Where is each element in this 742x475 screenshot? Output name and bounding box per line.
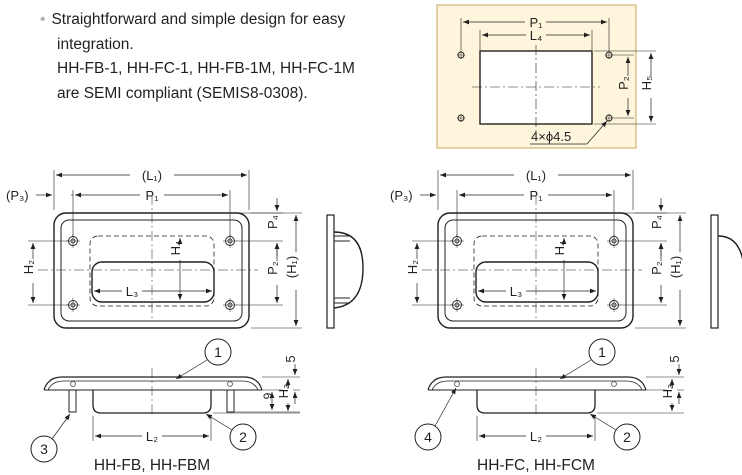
panel-p1-label: P₁ bbox=[529, 15, 543, 30]
bullet-line-2: integration. bbox=[57, 35, 134, 53]
fc-callout-2: 2 bbox=[623, 429, 631, 445]
handle-fb-side-view bbox=[326, 214, 364, 329]
bullet-icon: • bbox=[40, 11, 46, 28]
handle-fb-front-view bbox=[38, 195, 258, 329]
fb-callout-3: 3 bbox=[40, 441, 48, 457]
fc-h3-label: H₃ bbox=[660, 384, 675, 399]
fc-h2-label: H₂ bbox=[405, 260, 420, 274]
fb-dim-5: 5 bbox=[283, 355, 298, 362]
handle-fc-side-view bbox=[710, 214, 742, 329]
fc-p4-label: P₄ bbox=[649, 215, 664, 229]
compliance-line-2: are SEMI compliant (SEMIS8-0308). bbox=[57, 84, 308, 102]
panel-holes-label: 4×ϕ4.5 bbox=[531, 129, 571, 144]
fb-dim-9: 9 bbox=[261, 392, 275, 399]
fc-callout-1: 1 bbox=[598, 344, 606, 360]
panel-l4-label: L₄ bbox=[530, 28, 543, 43]
fb-h4-label: H₄ bbox=[168, 241, 183, 256]
fc-l2-label: L₂ bbox=[530, 429, 542, 444]
fb-p3-label: (P₃) bbox=[6, 188, 29, 203]
fc-p2-label: P₂ bbox=[649, 261, 664, 275]
fb-p2-label: P₂ bbox=[265, 261, 280, 275]
fb-h3-label: H₃ bbox=[276, 384, 291, 399]
fb-p1-label: P₁ bbox=[145, 188, 159, 203]
fc-l1-label: (L₁) bbox=[526, 168, 546, 183]
fb-callout-1: 1 bbox=[214, 344, 222, 360]
fb-h2-label: H₂ bbox=[21, 260, 36, 274]
panel-p2-label: P₂ bbox=[616, 76, 631, 90]
fb-h1-label: (H₁) bbox=[284, 256, 299, 278]
fb-l1-label: (L₁) bbox=[142, 168, 162, 183]
panel-cutout-diagram: P₁ L₄ P₂ H₅ 4×ϕ4.5 bbox=[436, 4, 656, 149]
fc-p1-label: P₁ bbox=[529, 188, 543, 203]
handle-fc-section-view bbox=[427, 368, 647, 417]
panel-h5-label: H₅ bbox=[639, 76, 654, 91]
fc-h1-label: (H₁) bbox=[668, 256, 683, 278]
fc-l3-label: L₃ bbox=[510, 284, 523, 299]
caption-left: HH-FB, HH-FBM bbox=[94, 457, 210, 474]
panel-hole bbox=[457, 114, 465, 122]
panel-hole bbox=[457, 51, 465, 59]
fc-h4-label: H₄ bbox=[552, 241, 567, 256]
description-text: •Straightforward and simple design for e… bbox=[40, 8, 410, 106]
caption-right: HH-FC, HH-FCM bbox=[477, 457, 595, 474]
bullet-line-1: •Straightforward and simple design for e… bbox=[40, 11, 346, 28]
fc-callout-4: 4 bbox=[424, 429, 432, 445]
fb-callout-2: 2 bbox=[239, 429, 247, 445]
compliance-line-1: HH-FB-1, HH-FC-1, HH-FB-1M, HH-FC-1M bbox=[57, 60, 355, 77]
fb-l3-label: L₃ bbox=[126, 284, 139, 299]
handle-fb-section-view bbox=[43, 368, 263, 417]
fc-p3-label: (P₃) bbox=[390, 188, 413, 203]
fb-l2-label: L₂ bbox=[146, 429, 158, 444]
fb-p4-label: P₄ bbox=[265, 215, 280, 229]
fc-dim-5: 5 bbox=[667, 355, 682, 362]
handle-fc-front-view bbox=[422, 195, 642, 329]
